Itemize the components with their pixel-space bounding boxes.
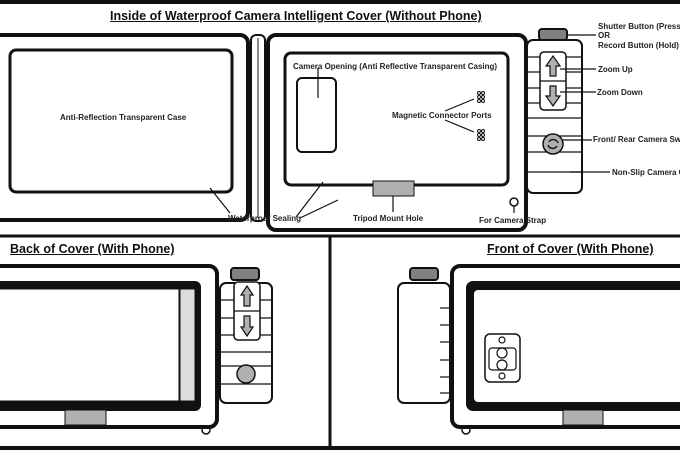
refresh-icon (542, 133, 564, 155)
front-device (397, 264, 680, 435)
down-arrow-icon (239, 315, 255, 338)
strap-label: For Camera Strap (479, 216, 547, 225)
back-cover-title: Back of Cover (With Phone) (10, 242, 175, 256)
up-arrow-icon (544, 54, 562, 77)
left-panel (0, 33, 250, 222)
up-arrow-icon (239, 284, 255, 307)
page-title: Inside of Waterproof Camera Intelligent … (110, 9, 482, 23)
zoom-up-label: Zoom Up (598, 65, 633, 74)
tripod-label: Tripod Mount Hole (353, 214, 424, 223)
down-arrow-icon (544, 85, 562, 108)
case-label: Anti-Reflection Transparent Case (60, 113, 187, 122)
camera-opening-label: Camera Opening (Anti Reflective Transpar… (293, 62, 498, 71)
record-label: Record Button (Hold) (598, 41, 679, 50)
refresh-icon (236, 364, 256, 384)
strap-loop (509, 197, 519, 207)
zoom-down-label: Zoom Down (597, 88, 643, 97)
camera-opening (296, 77, 337, 153)
tripod-mount (372, 180, 415, 197)
top-grip (526, 28, 583, 194)
hinge (250, 34, 266, 222)
sealing-label: Waterproof Sealing (228, 214, 302, 223)
front-cover-title: Front of Cover (With Phone) (487, 242, 654, 256)
camera-module (484, 333, 521, 383)
back-device (0, 264, 273, 435)
magnetic-ports-label: Magnetic Connector Ports (392, 111, 492, 120)
grip-label: Non-Slip Camera Grip (612, 168, 680, 177)
camera-switch-label: Front/ Rear Camera Switch (593, 135, 680, 144)
magnetic-ports (477, 91, 485, 141)
or-label: OR (598, 31, 610, 40)
shutter-label: Shutter Button (Press) (598, 22, 680, 31)
